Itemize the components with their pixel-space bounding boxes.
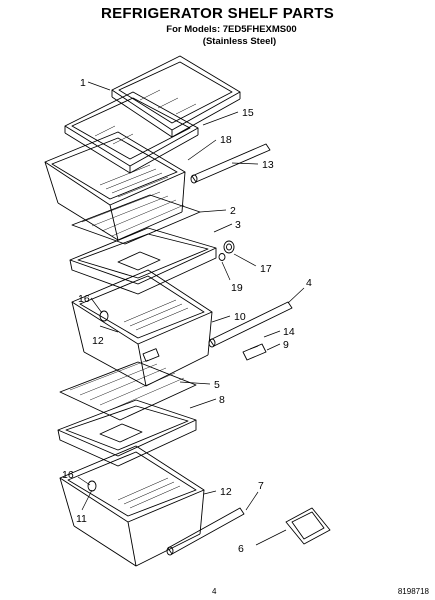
finish-line: (Stainless Steel) — [202, 36, 277, 47]
callout-2: 2 — [230, 205, 236, 217]
part-13-trim-tube — [190, 143, 271, 184]
part-17-19-knob — [218, 240, 235, 261]
diagram-title: REFRIGERATOR SHELF PARTS — [100, 5, 335, 22]
models-line: For Models: 7ED5FHEXMS00 — [166, 24, 297, 35]
part-14-9-bracket — [242, 343, 267, 361]
part-7-trim-tube — [166, 507, 245, 556]
callout-10: 10 — [234, 311, 246, 323]
callout-3: 3 — [235, 219, 241, 231]
callout-12-upper: 12 — [92, 335, 104, 347]
part-code: 8198718 — [397, 587, 429, 596]
part-4-rail-tube — [208, 301, 293, 348]
callout-5: 5 — [214, 379, 220, 391]
callout-4: 4 — [306, 277, 312, 289]
part-18-crisper-pan — [44, 131, 186, 241]
callout-14: 14 — [283, 326, 295, 338]
part-1-glass-shelf — [111, 55, 241, 138]
callout-8: 8 — [219, 394, 225, 406]
callout-17: 17 — [260, 263, 272, 275]
callout-18: 18 — [220, 134, 232, 146]
part-3-cover-frame — [69, 227, 217, 295]
callout-16-upper: 16 — [78, 293, 90, 305]
part-15-glass-shelf — [64, 91, 199, 174]
callout-12-lower: 11 — [76, 513, 87, 525]
part-8-cover-frame — [57, 399, 197, 467]
callout-6: 6 — [238, 543, 244, 555]
callout-numbers: 1 15 18 13 2 3 17 19 4 16 10 12 14 9 5 8… — [62, 77, 312, 555]
callout-1: 1 — [80, 77, 86, 89]
part-2-wire-shelf — [71, 191, 201, 245]
part-5-wire-shelf — [59, 359, 197, 421]
callout-9: 9 — [283, 339, 289, 351]
part-10-crisper-pan — [71, 269, 213, 387]
part-6-label-plate — [285, 507, 331, 545]
callout-13: 13 — [262, 159, 274, 171]
leader-lines — [77, 81, 305, 546]
callout-19: 19 — [231, 282, 243, 294]
callout-15: 15 — [242, 107, 254, 119]
page-number: 4 — [212, 587, 217, 596]
callout-11: 12 — [220, 486, 232, 498]
callout-16-lower: 16 — [62, 469, 74, 481]
callout-7: 7 — [258, 480, 264, 492]
part-11-crisper-pan — [59, 445, 205, 567]
